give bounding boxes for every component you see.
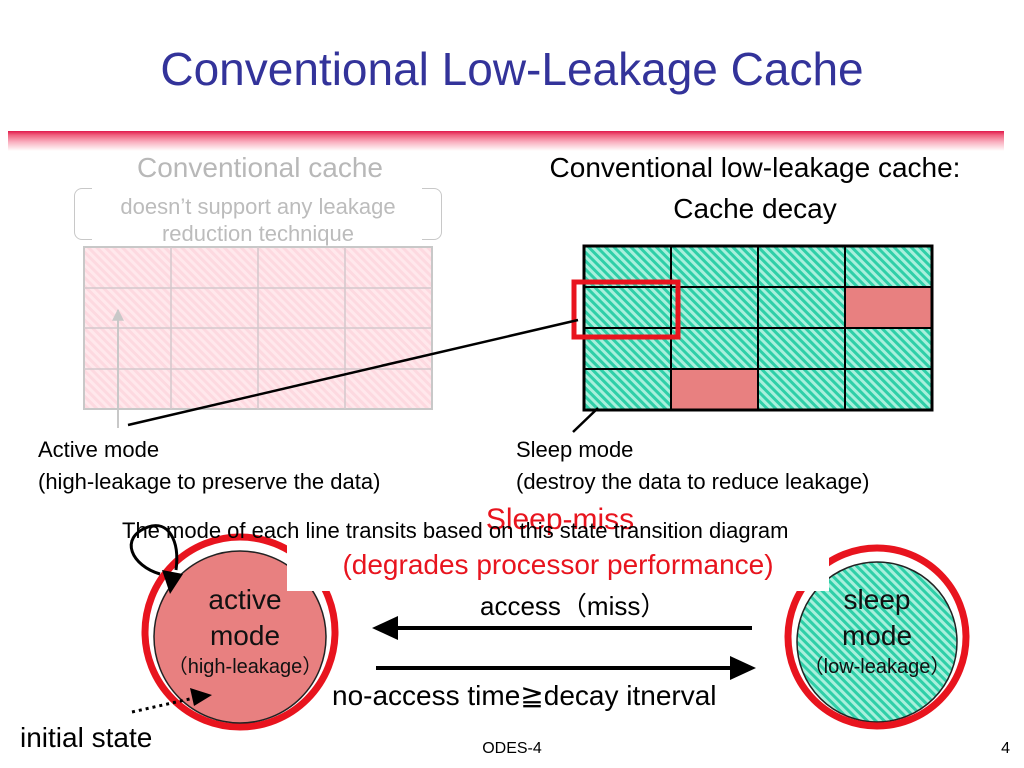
active-mode-pointer: [127, 318, 579, 427]
cache-line-active-r3c3: [844, 368, 933, 411]
cache-decay-grid: [582, 244, 934, 412]
cache-line-active-r2c1: [670, 327, 759, 370]
active-state-label: active mode （high-leakage）: [160, 582, 330, 680]
state-diagram-caption: The mode of each line transits based on …: [122, 518, 789, 543]
access-miss-label: access（miss）: [480, 591, 667, 621]
cache-line-active-r0c2: [757, 245, 846, 288]
cache-line-active-r3c2: [757, 368, 846, 411]
cache-line-active-r0c1: [670, 245, 759, 288]
active-state-line2: mode: [209, 620, 281, 651]
slide-title: Conventional Low-Leakage Cache: [160, 43, 864, 95]
cache-line-active-r1c2: [757, 286, 846, 329]
sleep-mode-label: Sleep mode: [516, 437, 634, 462]
cache-line-active-r2c0: [583, 327, 672, 370]
cache-line-active-r1c1: [670, 286, 759, 329]
right-panel-title-line2: Cache decay: [673, 193, 837, 224]
cache-line-sleep-r1c3: [844, 286, 933, 329]
cache-line-active-r2c3: [844, 327, 933, 370]
page-number: 4: [1001, 740, 1010, 757]
cache-line-active-r0c3: [844, 245, 933, 288]
cache-line-active-r3c0: [583, 368, 672, 411]
sleep-miss-subtitle: (degrades processor performance): [342, 549, 774, 580]
no-access-label: no-access time≧decay itnerval: [332, 680, 717, 711]
cache-line-active-r2c2: [757, 327, 846, 370]
sleep-miss-title: Sleep-miss: [485, 503, 635, 536]
sleep-miss-callout: [287, 545, 829, 591]
cache-line-sleep-r3c1: [670, 368, 759, 411]
left-panel-subtitle-line1: doesn’t support any leakage: [120, 194, 396, 219]
sleep-mode-description: (destroy the data to reduce leakage): [516, 469, 870, 494]
conventional-cache-grid: [83, 246, 433, 428]
cache-decay-grid-border: [582, 244, 934, 412]
sleep-state-label: sleep mode （low-leakage）: [797, 582, 957, 680]
footer-center: ODES-4: [482, 740, 542, 757]
active-mode-label: Active mode: [38, 437, 160, 462]
cache-line-active-r1c0: [583, 286, 672, 329]
sleep-state-highlight-ring: [784, 544, 970, 730]
sleep-mode-pointer: [572, 407, 599, 433]
active-state-line1: active: [208, 584, 282, 615]
title-divider: [8, 131, 1004, 151]
self-loop-arrow: [129, 524, 179, 576]
left-panel-subtitle-line2: reduction technique: [161, 221, 355, 246]
active-mode-description: (high-leakage to preserve the data): [38, 469, 381, 494]
active-state-highlight-ring: [141, 533, 339, 731]
highlighted-line: [571, 279, 681, 340]
active-state-circle: [153, 550, 327, 724]
left-panel-title: Conventional cache: [137, 152, 383, 183]
initial-state-label: initial state: [20, 722, 153, 753]
right-panel-title-line1: Conventional low-leakage cache:: [549, 152, 961, 183]
sleep-state-line3: （low-leakage）: [803, 656, 951, 678]
sleep-state-circle: [796, 561, 958, 723]
sleep-state-line1: sleep: [843, 584, 911, 615]
active-state-line3: （high-leakage）: [167, 656, 323, 678]
sleep-state-line2: mode: [841, 620, 913, 651]
